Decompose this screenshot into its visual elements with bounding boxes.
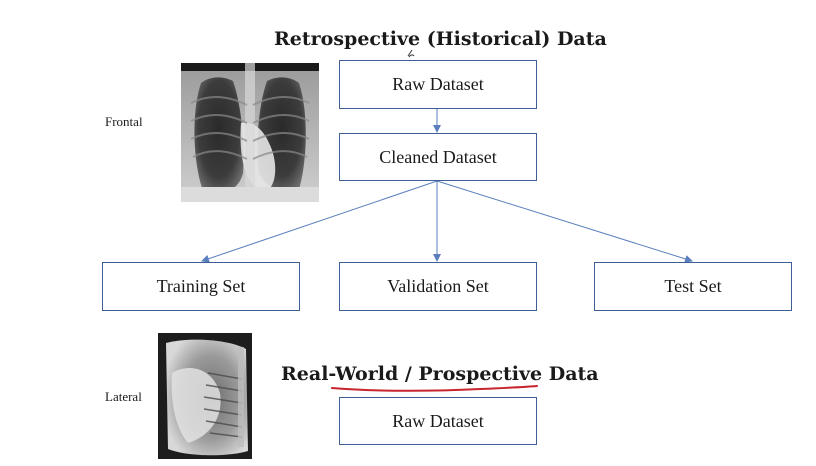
red-underline-annotation [331,385,538,392]
arrow-cleaned-to-training [201,180,438,263]
prospective-title: Real-World / Prospective Data [281,363,599,385]
cleaned-dataset-label: Cleaned Dataset [379,146,497,167]
frontal-caption: Frontal [105,114,143,129]
test-set-box: Test Set [594,262,792,311]
training-set-label: Training Set [156,276,246,296]
validation-set-label: Validation Set [387,276,489,296]
test-set-label: Test Set [664,276,722,296]
prospective-raw-dataset-box: Raw Dataset [339,397,537,445]
frontal-chest-xray-image [181,63,319,202]
retrospective-title: Retrospective (Historical) Data [274,28,607,50]
prospective-raw-dataset-label: Raw Dataset [392,410,484,431]
arrow-cleaned-to-test [436,180,693,263]
validation-set-box: Validation Set [339,262,537,311]
training-set-box: Training Set [102,262,300,311]
pen-cursor-icon [407,49,415,58]
raw-dataset-label: Raw Dataset [392,74,484,94]
lateral-chest-xray-image [158,333,252,459]
raw-dataset-box: Raw Dataset [339,60,537,109]
lateral-caption: Lateral [105,389,142,404]
cleaned-dataset-box: Cleaned Dataset [339,133,537,181]
